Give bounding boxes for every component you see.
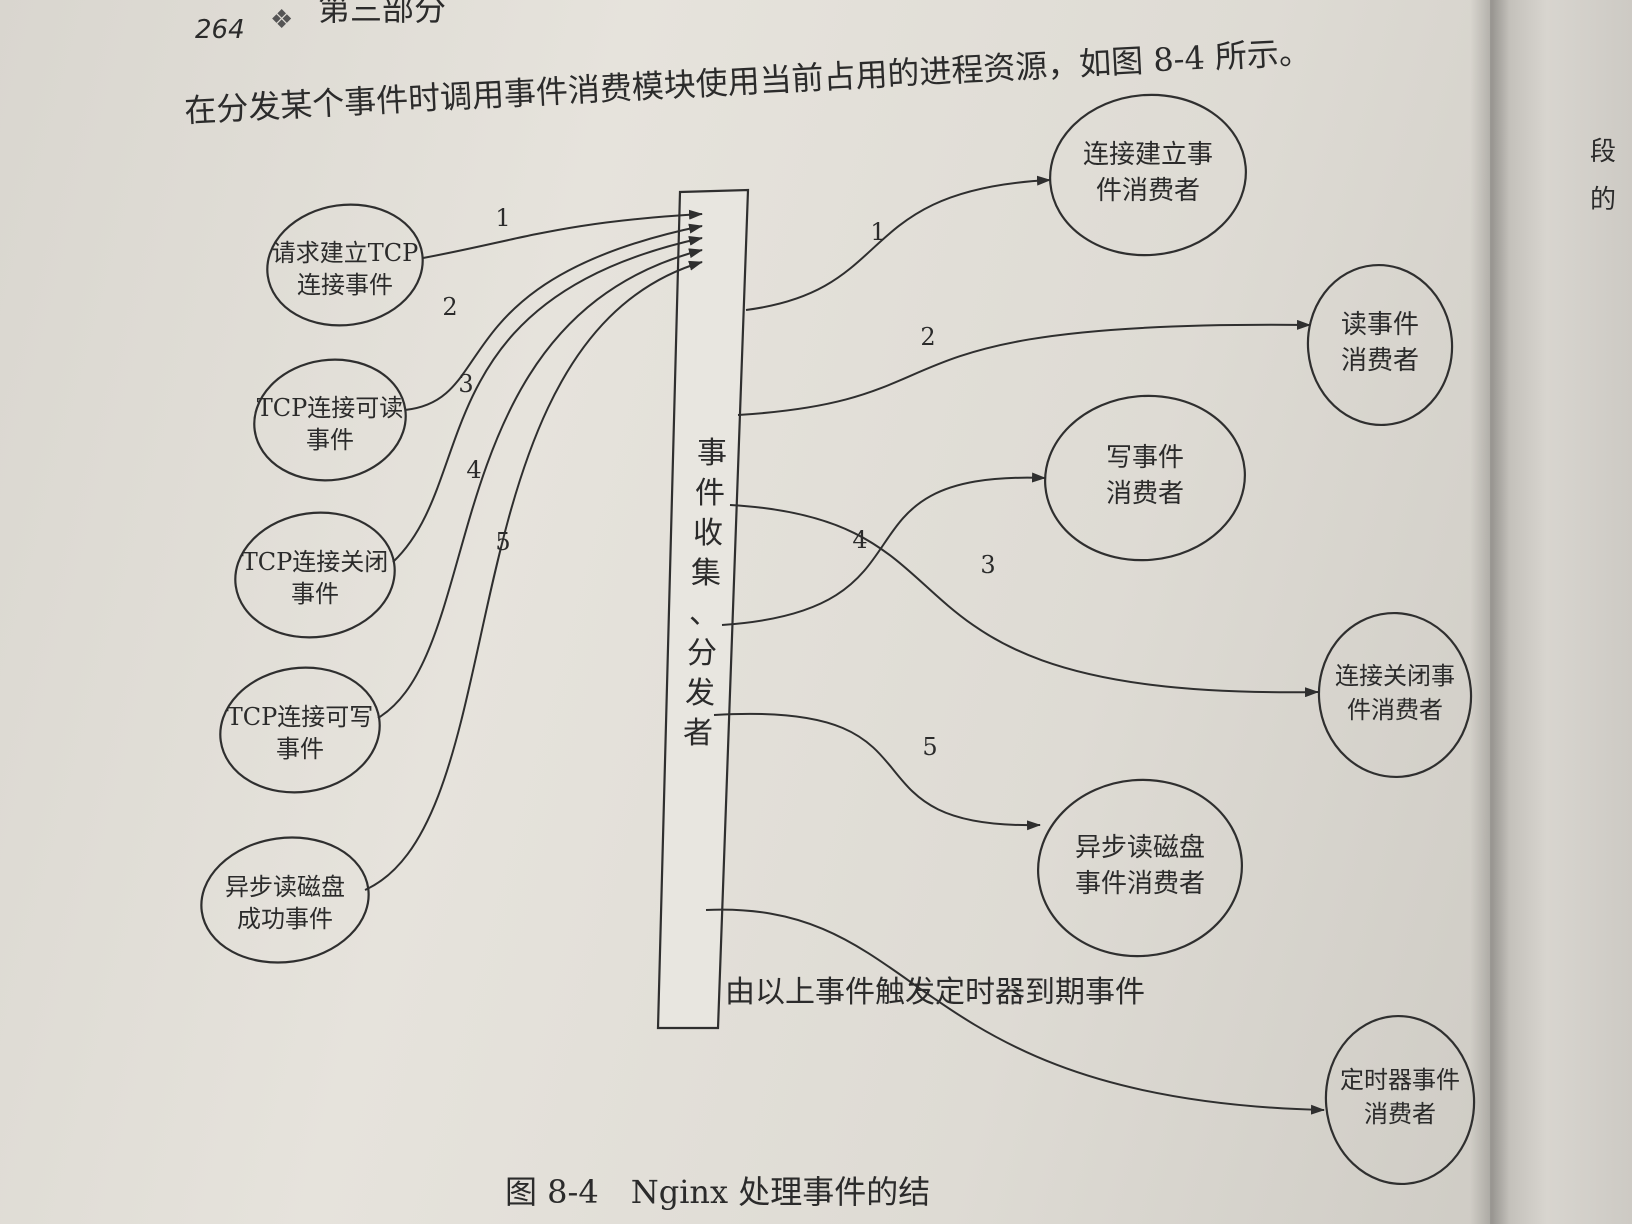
diamond-ornament-icon: ❖	[270, 5, 293, 35]
consumer-label: 消费者	[1106, 479, 1184, 509]
consumer-label: 消费者	[1364, 1100, 1436, 1128]
consumer-label: 定时器事件	[1340, 1066, 1460, 1094]
outgoing-edge	[729, 504, 1319, 698]
source-node: TCP连接可读 事件	[253, 358, 407, 482]
source-label: 异步读磁盘	[225, 873, 345, 901]
consumer-ellipse	[1044, 394, 1246, 562]
source-node: TCP连接可写 事件	[219, 666, 381, 794]
source-label: 成功事件	[237, 905, 333, 933]
source-node: TCP连接关闭 事件	[234, 511, 396, 639]
source-ellipse	[266, 203, 424, 327]
incoming-edge	[377, 248, 703, 719]
incoming-edge-number: 2	[442, 293, 457, 321]
collector-char: 发	[685, 676, 715, 711]
consumer-label: 件消费者	[1096, 176, 1200, 206]
figure-caption: 图 8-4 Nginx 处理事件的结	[505, 1173, 930, 1211]
consumer-label: 连接建立事	[1083, 140, 1213, 170]
consumer-label: 读事件	[1341, 310, 1419, 340]
incoming-edge	[364, 260, 703, 891]
next-page-text: 段	[1590, 137, 1616, 167]
collector-char: 事	[697, 436, 727, 471]
consumer-ellipse	[1317, 611, 1473, 779]
source-label: 事件	[306, 426, 354, 454]
consumer-label: 异步读磁盘	[1075, 833, 1205, 863]
page-spine-shadow	[1470, 0, 1510, 1224]
outgoing-edge-number: 4	[852, 526, 867, 554]
incoming-edge-number: 5	[495, 528, 510, 556]
page-header: 264 ❖ 第三部分	[195, 0, 446, 45]
collector-char: 分	[687, 636, 717, 671]
outgoing-edge-number: 3	[980, 551, 995, 579]
incoming-edge	[392, 235, 703, 563]
outgoing-edge	[745, 175, 1051, 311]
collector-bar	[656, 188, 750, 1030]
consumer-ellipse	[1324, 1014, 1476, 1186]
source-label: 请求建立TCP	[272, 239, 419, 267]
source-ellipse	[219, 666, 381, 794]
outgoing-edge-number: 1	[870, 218, 885, 246]
outgoing-edge-number: 5	[922, 733, 937, 761]
incoming-edge-number: 3	[458, 370, 473, 398]
outgoing-edge	[721, 472, 1046, 626]
source-label: 事件	[291, 580, 339, 608]
consumer-node: 连接建立事 件消费者	[1049, 93, 1247, 257]
consumer-ellipse	[1306, 263, 1454, 427]
collector-char: 者	[683, 716, 713, 751]
collector-char: 收	[693, 516, 723, 551]
source-ellipse	[234, 511, 396, 639]
source-label: TCP连接可读	[257, 394, 404, 422]
page-number: 264	[195, 15, 245, 45]
outgoing-edge	[737, 319, 1311, 416]
outgoing-edge	[713, 712, 1041, 831]
consumer-node: 定时器事件 消费者	[1324, 1014, 1476, 1186]
next-page-text: 的	[1590, 185, 1616, 215]
incoming-edge	[422, 209, 703, 259]
source-label: 连接事件	[297, 271, 393, 299]
consumer-label: 事件消费者	[1075, 869, 1205, 899]
intro-line: 在分发某个事件时调用事件消费模块使用当前占用的进程资源，如图 8-4 所示。	[183, 33, 1311, 130]
source-label: 事件	[276, 735, 324, 763]
incoming-edge	[404, 223, 703, 411]
next-page-edge	[1490, 0, 1632, 1224]
consumer-node: 连接关闭事 件消费者	[1317, 611, 1473, 779]
collector-char: 件	[695, 476, 725, 511]
outgoing-edges: 1 2 4 3 5	[705, 175, 1325, 1115]
collector-char: 、	[689, 596, 719, 631]
incoming-edges: 1 2 3 4 5	[364, 204, 703, 891]
consumer-label: 件消费者	[1347, 696, 1443, 724]
consumer-node: 异步读磁盘 事件消费者	[1036, 778, 1244, 958]
incoming-edge-number: 4	[466, 456, 481, 484]
event-collector: 事 件 收 集 、 分 发 者	[656, 188, 750, 1030]
consumer-label: 写事件	[1106, 443, 1184, 473]
outgoing-edge	[705, 908, 1325, 1115]
consumer-ellipse	[1049, 93, 1247, 257]
consumer-node: 读事件 消费者	[1306, 263, 1454, 427]
consumer-ellipse	[1036, 778, 1244, 958]
source-node: 请求建立TCP 连接事件	[266, 203, 424, 327]
source-label: TCP连接可写	[227, 703, 374, 731]
incoming-edge-number: 1	[495, 204, 510, 232]
timer-note: 由以上事件触发定时器到期事件	[725, 975, 1145, 1010]
outgoing-edge-number: 2	[920, 323, 935, 351]
consumer-label: 连接关闭事	[1335, 662, 1455, 690]
source-label: TCP连接关闭	[242, 548, 389, 576]
consumer-label: 消费者	[1341, 346, 1419, 376]
collector-char: 集	[691, 556, 721, 591]
consumer-node: 写事件 消费者	[1044, 394, 1246, 562]
section-title: 第三部分	[318, 0, 446, 28]
source-node: 异步读磁盘 成功事件	[200, 836, 370, 964]
